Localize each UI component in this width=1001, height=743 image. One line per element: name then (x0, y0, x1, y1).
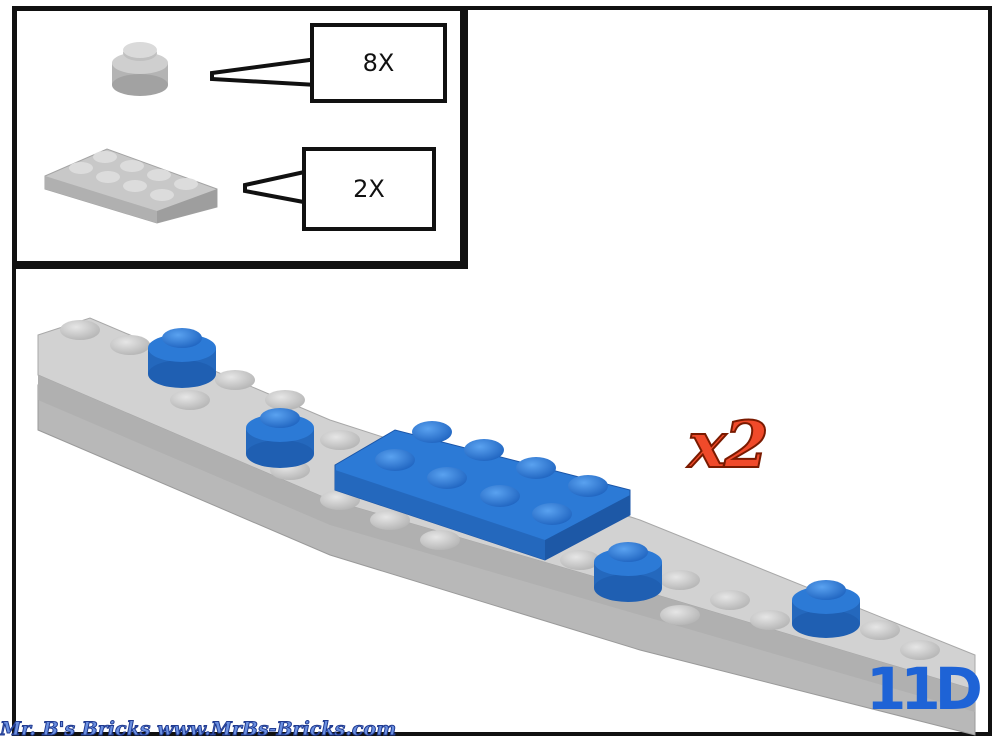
plate-2x4-icon (44, 148, 218, 224)
callout-pointer-1 (210, 57, 318, 87)
step-number: 11D (866, 655, 983, 723)
quantity-label: 2X (353, 175, 385, 203)
quantity-callout-round-plate: 8X (310, 23, 447, 103)
callout-pointer-2 (243, 169, 310, 205)
blue-plate-2x4 (334, 421, 631, 561)
parts-list-box: 8X 2X (12, 6, 465, 266)
watermark-link[interactable]: Mr. B's Bricks www.MrBs-Bricks.com (0, 718, 397, 741)
quantity-callout-plate-2x4: 2X (302, 147, 436, 231)
quantity-label: 8X (362, 49, 395, 77)
wing-upper-side (38, 375, 975, 712)
round-plate-icon (112, 42, 168, 96)
gray-studs (60, 320, 940, 660)
blue-round-plates (148, 328, 860, 638)
parts-list-art (44, 42, 318, 224)
build-multiplier: x2 (687, 407, 770, 484)
